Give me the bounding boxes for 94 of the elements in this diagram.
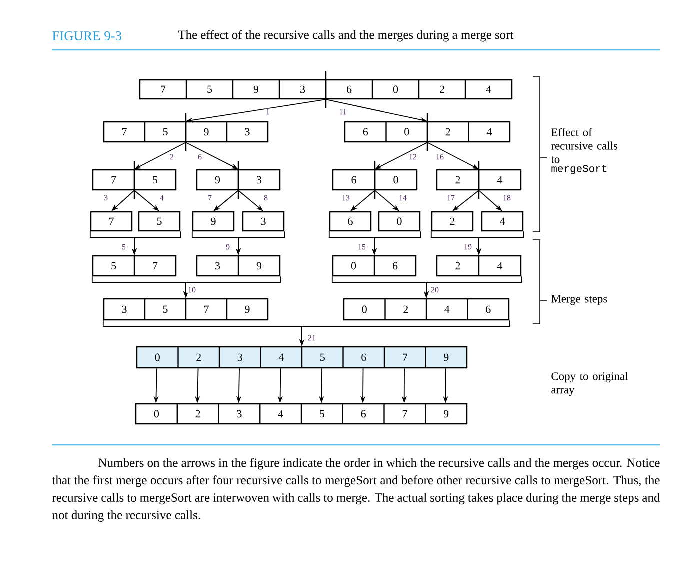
array-value: 5 <box>163 306 168 314</box>
array-box <box>90 211 133 232</box>
side-note: Effect of recursive calls to <box>551 128 618 164</box>
array-value: 2 <box>196 354 202 362</box>
array-value: 3 <box>238 354 242 362</box>
array-value: 7 <box>153 262 158 270</box>
array-value: 3 <box>122 306 127 314</box>
array-value: 0 <box>394 176 398 184</box>
array-value: 0 <box>154 410 160 418</box>
array-value: 4 <box>486 128 492 136</box>
figure-number: FIGURE 9-3 <box>52 31 122 40</box>
array-box <box>92 169 177 191</box>
array-box <box>344 121 511 143</box>
array-value: 0 <box>397 218 402 226</box>
array-box <box>136 346 468 369</box>
array-box <box>431 211 474 232</box>
array-box <box>329 211 372 232</box>
array-value: 3 <box>257 176 262 184</box>
array-value: 2 <box>456 262 460 270</box>
array-value: 9 <box>204 128 209 136</box>
array-box <box>436 255 522 277</box>
array-box <box>378 211 421 232</box>
array-value: 0 <box>351 262 356 270</box>
array-value: 5 <box>157 218 162 226</box>
array-value: 6 <box>362 354 366 362</box>
array-value: 4 <box>444 306 450 314</box>
array-value: 3 <box>261 218 266 226</box>
array-value: 5 <box>112 262 116 270</box>
array-value: 9 <box>215 176 220 184</box>
array-value: 5 <box>320 354 325 362</box>
array-value: 4 <box>278 354 284 362</box>
caption-text: Numbers on the arrows in the figure indicate the order in which the recursive calls and the merges occur. Notice that the first merge occurs after four recursive calls to mergeSort and before other recursive calls to mergeSort. Thus, the recursive calls to mergeSort are interwoven with calls to merge. The actual sorting takes place during the merge steps and not during the recursive calls. <box>52 458 660 522</box>
array-value: 7 <box>112 176 116 184</box>
array-value: 4 <box>497 176 503 184</box>
array-value: 0 <box>393 86 398 94</box>
array-box <box>196 255 281 277</box>
array-value: 0 <box>155 354 160 362</box>
array-box <box>343 298 510 321</box>
side-note-code: mergeSort <box>552 165 607 174</box>
array-box <box>192 211 235 232</box>
array-value: 5 <box>208 86 212 94</box>
array-value: 5 <box>153 176 158 184</box>
array-box <box>242 211 285 232</box>
array-value: 3 <box>300 86 306 94</box>
array-value: 9 <box>444 410 449 418</box>
array-value: 4 <box>486 86 492 94</box>
array-value: 4 <box>497 262 503 270</box>
array-value: 6 <box>486 306 491 314</box>
array-value: 6 <box>346 86 352 94</box>
array-value: 7 <box>204 306 209 314</box>
array-box <box>332 255 417 277</box>
array-value: 2 <box>446 128 450 136</box>
array-box <box>103 121 269 143</box>
array-value: 7 <box>122 128 127 136</box>
array-box <box>436 169 522 191</box>
array-box <box>196 169 281 191</box>
array-value: 6 <box>352 176 356 184</box>
array-value: 2 <box>440 86 444 94</box>
array-value: 2 <box>196 410 200 418</box>
array-value: 2 <box>404 306 408 314</box>
array-box <box>332 169 418 191</box>
side-note: Merge steps <box>552 295 608 306</box>
array-value: 9 <box>245 306 250 314</box>
array-value: 6 <box>363 128 368 136</box>
figure-title: The effect of the recursive calls and the merges during a merge sort <box>178 30 514 42</box>
array-value: 5 <box>163 128 168 136</box>
array-box <box>481 211 524 232</box>
array-value: 3 <box>216 262 220 270</box>
array-value: 0 <box>362 306 367 314</box>
array-value: 2 <box>456 176 460 184</box>
array-value: 7 <box>402 410 408 418</box>
array-box <box>139 79 513 100</box>
side-note: Copy to original array <box>552 372 628 396</box>
array-value: 9 <box>444 354 449 362</box>
array-value: 6 <box>392 262 398 270</box>
array-box <box>103 298 269 321</box>
array-value: 7 <box>109 218 114 226</box>
array-box <box>135 403 468 425</box>
array-value: 9 <box>211 218 216 226</box>
array-value: 9 <box>254 86 259 94</box>
array-box <box>92 255 177 277</box>
array-value: 5 <box>320 410 324 418</box>
array-value: 4 <box>278 410 284 418</box>
array-value: 3 <box>245 128 250 136</box>
array-value: 7 <box>403 354 408 362</box>
array-value: 7 <box>161 86 166 94</box>
array-value: 9 <box>256 262 262 270</box>
array-value: 2 <box>450 218 455 226</box>
array-value: 3 <box>237 410 242 418</box>
array-value: 6 <box>361 410 366 418</box>
array-box <box>138 211 181 232</box>
array-value: 0 <box>404 128 410 136</box>
array-value: 6 <box>348 218 353 226</box>
array-value: 4 <box>500 218 506 226</box>
